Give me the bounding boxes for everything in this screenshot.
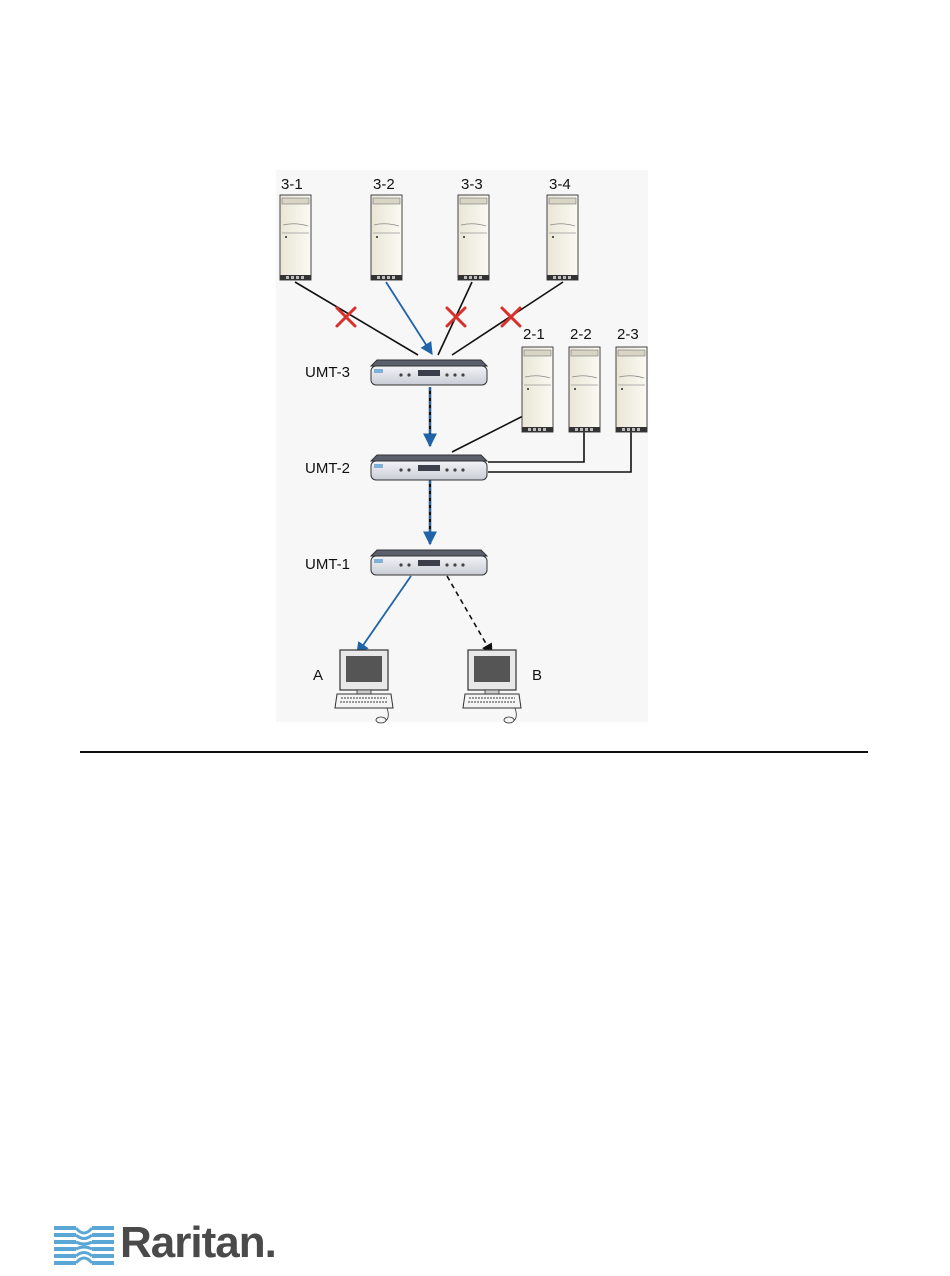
raritan-wordmark: Raritan. <box>120 1218 276 1268</box>
label-switch-umt-3: UMT-3 <box>305 364 350 381</box>
server-3-3 <box>458 195 489 280</box>
switch-umt-1 <box>371 550 487 575</box>
label-server-2-1: 2-1 <box>523 326 545 343</box>
label-switch-umt-1: UMT-1 <box>305 556 350 573</box>
server-3-1 <box>280 195 311 280</box>
server-3-2 <box>371 195 402 280</box>
label-server-3-2: 3-2 <box>373 176 395 193</box>
raritan-logo-icon <box>52 1222 118 1268</box>
switch-umt-3 <box>371 360 487 385</box>
switch-umt-2 <box>371 455 487 480</box>
server-3-4 <box>547 195 578 280</box>
label-server-2-2: 2-2 <box>570 326 592 343</box>
label-server-3-3: 3-3 <box>461 176 483 193</box>
raritan-logo: Raritan. <box>52 1222 292 1268</box>
server-2-3 <box>616 347 647 432</box>
page-divider <box>80 751 868 753</box>
label-server-3-4: 3-4 <box>549 176 571 193</box>
label-user-a: A <box>313 667 323 684</box>
label-switch-umt-2: UMT-2 <box>305 460 350 477</box>
label-server-3-1: 3-1 <box>281 176 303 193</box>
server-2-2 <box>569 347 600 432</box>
server-2-1 <box>522 347 553 432</box>
label-server-2-3: 2-3 <box>617 326 639 343</box>
label-user-b: B <box>532 667 542 684</box>
